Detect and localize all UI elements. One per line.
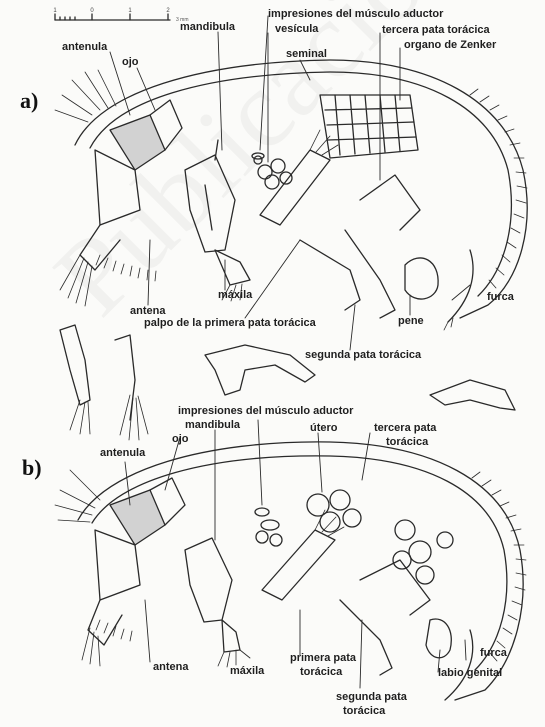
label-maxila-a: máxila [218,290,252,301]
label-antena-a: antena [130,306,165,317]
panel-label-a: a) [20,88,38,114]
label-labio-genital: labio genital [438,668,502,679]
label-antena-b: antena [153,662,188,673]
label-antenula-b: antenula [100,448,145,459]
third-thoracic-leg-a [360,175,420,230]
scale-bar [55,14,170,20]
panel-label-b: b) [22,455,42,481]
label-organo-zenker: organo de Zenker [404,40,496,51]
antenna-a [80,225,120,270]
mandible-b [185,538,232,622]
detached-appendages [60,325,515,440]
label-mandibula-a: mandibula [180,22,235,33]
label-maxila-b: máxila [230,666,264,677]
label-segunda-pata-b-2: torácica [343,706,385,717]
label-mandibula-b: mandibula [185,420,240,431]
label-tercera-pata-b-2: torácica [386,437,428,448]
label-seminal-a: seminal [286,49,327,60]
penis-a [405,258,438,299]
second-thoracic-leg-a [300,240,360,310]
mandible-a [185,155,235,252]
label-pene: pene [398,316,424,327]
label-primera-pata-b-2: torácica [300,667,342,678]
label-palpo: palpo de la primera pata torácica [144,318,316,329]
label-impresiones-b: impresiones del músculo aductor [178,406,353,417]
label-vesicula-a: vesícula [275,24,318,35]
furca-b [445,630,473,700]
label-antenula-a: antenula [62,42,107,53]
label-primera-pata-b-1: primera pata [290,653,356,664]
first-thoracic-leg-a [260,150,330,225]
label-segunda-pata-a: segunda pata torácica [305,350,421,361]
label-tercera-pata-a: tercera pata torácica [382,25,490,36]
label-impresiones-a: impresiones del músculo aductor [268,9,443,20]
label-furca-b: furca [480,648,507,659]
scale-tick-label: 1 [53,8,57,14]
leader-lines-b [125,420,466,688]
scale-tick-label: 0 [90,8,94,14]
label-ojo-a: ojo [122,57,139,68]
label-furca-a: furca [487,292,514,303]
genital-lobe [426,619,451,658]
scale-tick-label: 1 [128,8,132,14]
carapace-a [75,60,527,318]
scale-tick-label: 2 [166,8,170,14]
label-utero: útero [310,423,338,434]
label-tercera-pata-b-1: tercera pata [374,423,436,434]
label-segunda-pata-b-1: segunda pata [336,692,407,703]
first-thoracic-leg-b [262,530,335,600]
label-ojo-b: ojo [172,434,189,445]
